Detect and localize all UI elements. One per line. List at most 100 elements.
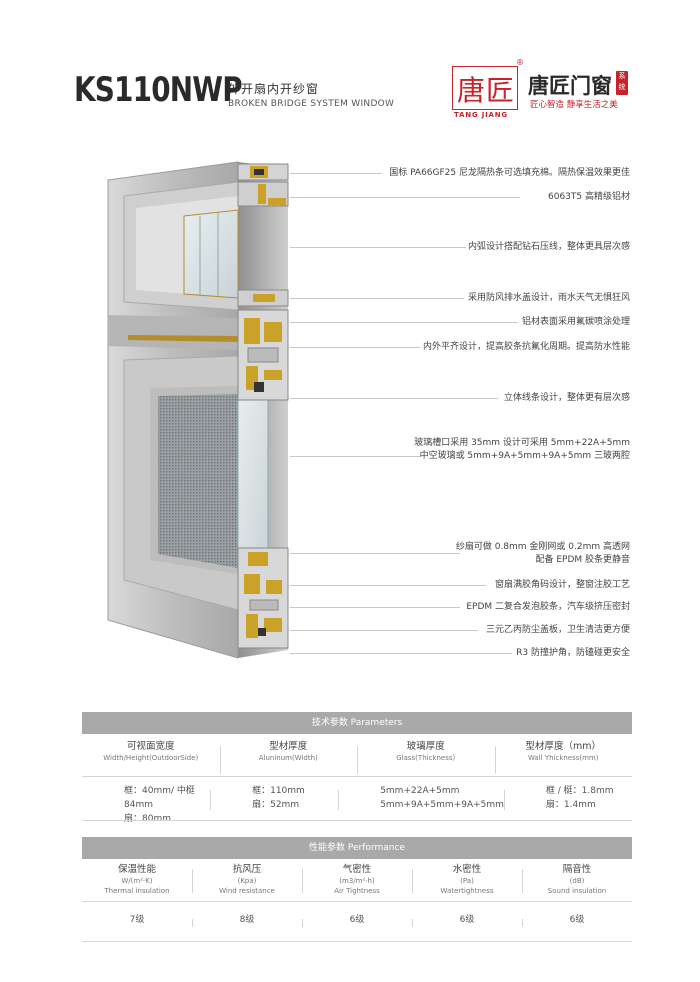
param-header: 可视面宽度 Width/Height(OutdoorSide) — [82, 740, 220, 780]
callout-leader — [290, 607, 460, 608]
callout-leader — [290, 173, 382, 174]
callout-text: 玻璃槽口采用 35mm 设计可采用 5mm+22A+5mm — [414, 438, 630, 448]
param-header-main: 型材厚度 — [269, 741, 308, 752]
param-value-line: 扇：52mm — [252, 800, 300, 810]
brand-badge: 系统 — [616, 71, 628, 95]
callout-leader — [290, 653, 512, 654]
brand-slogan: 匠心智造 静享生活之美 — [530, 100, 618, 110]
perf-header-sub: Sound insulation — [547, 887, 607, 895]
parameters-header-row: 可视面宽度 Width/Height(OutdoorSide) 型材厚度 Alu… — [82, 740, 632, 780]
callout-leader — [290, 197, 520, 198]
upper-panel — [123, 181, 239, 311]
perf-header-sub: Thermal insulation — [104, 887, 170, 895]
perf-value-text: 8级 — [239, 915, 255, 925]
param-header: 玻璃厚度 Glass(Thickness) — [357, 740, 495, 780]
perf-header: 隔音性 (dB) Sound insulation — [522, 863, 632, 899]
callout-leader — [290, 347, 420, 348]
param-header-sub: Aluninum(Width) — [258, 754, 318, 762]
brand-seal: 唐匠 — [452, 66, 518, 110]
callout-text: R3 防撞护角，防磕碰更安全 — [516, 648, 630, 658]
parameters-table: 技术参数 Parameters 可视面宽度 Width/Height(Outdo… — [82, 712, 632, 824]
callout-text: 铝材表面采用氟碳喷涂处理 — [521, 317, 630, 327]
perf-value: 6级 — [302, 913, 412, 933]
performance-value-row: 7级 8级 6级 6级 6级 — [82, 913, 632, 933]
perf-header-main: 隔音性 — [562, 864, 592, 875]
callout-text: 纱扇可做 0.8mm 金刚网或 0.2mm 高透网 — [455, 542, 630, 552]
callout-text: 内外平齐设计，提高胶条抗氟化周期。提高防水性能 — [422, 342, 630, 352]
perf-value: 6级 — [412, 913, 522, 933]
table-divider — [82, 820, 632, 821]
perf-header-unit: (Kpa) — [237, 877, 257, 885]
callout-leader — [290, 298, 464, 299]
profile-cross-section — [237, 163, 289, 649]
param-header-main: 型材厚度（mm） — [525, 741, 601, 752]
perf-header-main: 气密性 — [342, 864, 372, 875]
callout-leader — [290, 630, 478, 631]
perf-header-main: 保温性能 — [117, 864, 156, 875]
callout-leader — [290, 322, 518, 323]
param-value: 框：110mm 扇：52mm — [210, 784, 338, 816]
callout-text: 内弧设计搭配钻石压线，整体更具层次感 — [467, 242, 630, 252]
brand-logo: 唐匠 TANG JIANG ® 唐匠门窗 系统 匠心智造 静享生活之美 — [452, 58, 632, 120]
perf-value-text: 7级 — [129, 915, 145, 925]
param-header-main: 可视面宽度 — [126, 741, 175, 752]
callout-leader — [290, 585, 486, 586]
performance-header-row: 保温性能 W/(m²·K) Thermal insulation 抗风压 (Kp… — [82, 863, 632, 899]
perf-value: 8级 — [192, 913, 302, 933]
param-header-sub: Width/Height(OutdoorSide) — [103, 754, 199, 762]
product-model: KS110NWP — [74, 70, 243, 110]
perf-header: 抗风压 (Kpa) Wind resistance — [192, 863, 302, 899]
callout-text: 立体线条设计，整体更有层次感 — [503, 393, 630, 403]
callout-leader — [290, 247, 466, 248]
table-divider — [82, 776, 632, 777]
performance-title: 性能参数 Performance — [82, 837, 632, 859]
table-divider — [82, 941, 632, 942]
perf-value-text: 6级 — [569, 915, 585, 925]
param-header: 型材厚度 Aluninum(Width) — [219, 740, 358, 780]
perf-header-unit: (dB) — [569, 877, 585, 885]
brand-seal-pinyin: TANG JIANG — [454, 111, 508, 119]
parameters-value-row: 框：40mm/ 中梃 84mm 扇：80mm 框：110mm 扇：52mm 5m… — [82, 784, 632, 824]
param-value-line: 5mm+9A+5mm+9A+5mm — [380, 800, 504, 810]
callout-leader — [290, 553, 460, 554]
callout-text: 窗扇满胶角码设计，整窗注胶工艺 — [494, 580, 630, 590]
perf-value: 7级 — [82, 913, 192, 933]
product-title-en: BROKEN BRIDGE SYSTEM WINDOW — [228, 99, 395, 109]
callout-leader — [290, 398, 498, 399]
insect-screen — [158, 394, 238, 568]
perf-value-text: 6级 — [349, 915, 365, 925]
brand-name: 唐匠门窗 — [528, 74, 612, 98]
perf-value: 6级 — [522, 913, 632, 933]
param-value-line: 扇：1.4mm — [545, 800, 596, 810]
parameters-title: 技术参数 Parameters — [82, 712, 632, 734]
param-value: 框 / 梃：1.8mm 扇：1.4mm — [503, 784, 632, 816]
perf-header: 保温性能 W/(m²·K) Thermal insulation — [82, 863, 192, 899]
callout-text: 三元乙丙防尘盖板，卫生清洁更方便 — [485, 625, 630, 635]
callout-text: 采用防风排水盖设计，雨水天气无惧狂风 — [467, 293, 630, 303]
brand-seal-chars: 唐匠 — [457, 74, 516, 107]
perf-header-unit: (m3/m²·h) — [339, 877, 375, 885]
param-header-main: 玻璃厚度 — [406, 741, 445, 752]
callout-text: 中空玻璃或 5mm+9A+5mm+9A+5mm 三玻两腔 — [419, 451, 630, 461]
window-profile-illustration — [107, 161, 289, 659]
perf-header-sub: Watertightness — [440, 887, 494, 895]
callout-text: 6063T5 高精级铝材 — [548, 192, 630, 202]
param-header-sub: Wall Yhickness(mm) — [527, 754, 599, 762]
perf-header-sub: Air Tightness — [334, 887, 380, 895]
perf-header-unit: W/(m²·K) — [121, 877, 153, 885]
param-value-line: 框 / 梃：1.8mm — [545, 786, 614, 796]
registered-mark: ® — [516, 58, 524, 67]
perf-value-text: 6级 — [459, 915, 475, 925]
table-divider — [82, 901, 632, 902]
callout-text: 配备 EPDM 胶条更静音 — [535, 555, 630, 565]
perf-header-sub: Wind resistance — [219, 887, 275, 895]
lower-sash — [123, 355, 269, 611]
param-value-line: 框：110mm — [252, 786, 305, 796]
callout-leader — [290, 456, 422, 457]
product-title-cn: 外开扇内开纱窗 — [228, 82, 320, 96]
param-value: 5mm+22A+5mm 5mm+9A+5mm+9A+5mm — [338, 784, 504, 816]
perf-header-main: 抗风压 — [232, 864, 262, 875]
param-value-line: 扇：80mm — [124, 814, 171, 824]
transom-profile — [108, 315, 238, 350]
param-value: 框：40mm/ 中梃 84mm 扇：80mm — [82, 784, 210, 824]
